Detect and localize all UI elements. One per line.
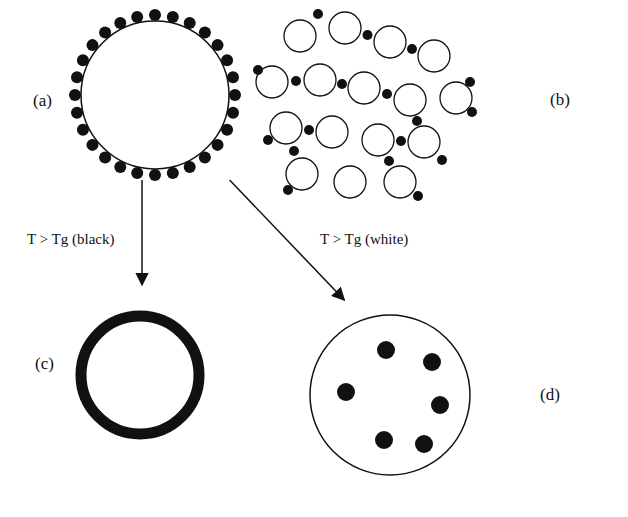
panel-letter: (d) bbox=[540, 386, 560, 405]
domain-dot bbox=[375, 431, 393, 449]
particle-cell bbox=[304, 64, 336, 96]
bridge-dot bbox=[465, 77, 475, 87]
condition-label: T > Tg (white) bbox=[318, 230, 410, 248]
surface-dot bbox=[86, 39, 98, 51]
surface-dot bbox=[77, 124, 89, 136]
particle-cell bbox=[408, 126, 440, 158]
particle-cell bbox=[270, 112, 302, 144]
bridge-dot bbox=[396, 136, 406, 146]
particle-cell bbox=[384, 166, 416, 198]
particle-cell bbox=[334, 166, 366, 198]
panel-letter: (c) bbox=[35, 355, 54, 374]
surface-dot bbox=[149, 9, 161, 21]
transition-arrow bbox=[141, 180, 143, 285]
surface-dot bbox=[149, 169, 161, 181]
domain-dot bbox=[377, 341, 395, 359]
domain-dot bbox=[415, 435, 433, 453]
particle-cell bbox=[374, 26, 406, 58]
surface-dot bbox=[71, 71, 83, 83]
domain-dot bbox=[431, 396, 449, 414]
surface-dot bbox=[184, 161, 196, 173]
surface-dot bbox=[71, 107, 83, 119]
bridge-dot bbox=[291, 76, 301, 86]
surface-dot bbox=[184, 17, 196, 29]
particle-cell bbox=[440, 82, 472, 114]
panel-letter: (a) bbox=[33, 92, 52, 111]
particle-node: (b) bbox=[250, 5, 580, 205]
surface-dot bbox=[229, 89, 241, 101]
condition-label: T > Tg (black) bbox=[25, 230, 116, 248]
surface-dot bbox=[167, 167, 179, 179]
bridge-dot bbox=[304, 125, 314, 135]
surface-dot bbox=[227, 71, 239, 83]
surface-dot bbox=[212, 39, 224, 51]
bridge-dot bbox=[382, 89, 392, 99]
particle-circle bbox=[81, 21, 229, 169]
surface-dot bbox=[131, 11, 143, 23]
surface-dot bbox=[167, 11, 179, 23]
bridge-dot bbox=[337, 79, 347, 89]
particle-cell bbox=[316, 116, 348, 148]
bridge-dot bbox=[289, 146, 299, 156]
surface-dot bbox=[69, 89, 81, 101]
surface-dot bbox=[199, 152, 211, 164]
surface-dot bbox=[114, 161, 126, 173]
surface-dot bbox=[227, 107, 239, 119]
bridge-dot bbox=[413, 191, 423, 201]
surface-dot bbox=[77, 54, 89, 66]
particle-network bbox=[253, 9, 477, 201]
surface-dots bbox=[69, 9, 241, 181]
bridge-dot bbox=[283, 185, 293, 195]
bridge-dot bbox=[253, 65, 263, 75]
particle-node: (c) bbox=[25, 285, 215, 455]
particle-cell bbox=[418, 40, 450, 72]
panel-letter: (b) bbox=[550, 91, 570, 110]
particle-cell bbox=[329, 12, 361, 44]
particle-cell bbox=[284, 20, 316, 52]
particle-cell bbox=[394, 84, 426, 116]
surface-dot bbox=[99, 26, 111, 38]
surface-dot bbox=[114, 17, 126, 29]
bridge-dot bbox=[363, 30, 373, 40]
black-film-ring bbox=[81, 316, 199, 434]
surface-dot bbox=[199, 26, 211, 38]
surface-dot bbox=[221, 54, 233, 66]
bridge-dot bbox=[467, 107, 477, 117]
bridge-dot bbox=[412, 116, 422, 126]
particle-cell bbox=[286, 158, 318, 190]
particle-node: (a) bbox=[25, 10, 245, 180]
domain-dot bbox=[423, 353, 441, 371]
surface-dot bbox=[99, 152, 111, 164]
domain-dot bbox=[337, 383, 355, 401]
surface-dot bbox=[221, 124, 233, 136]
particle-cell bbox=[362, 124, 394, 156]
bridge-dot bbox=[384, 156, 394, 166]
particle-node: (d) bbox=[295, 300, 585, 485]
bridge-dot bbox=[313, 9, 323, 19]
bridge-dot bbox=[263, 135, 273, 145]
particle-circle bbox=[310, 315, 470, 475]
particle-cell bbox=[348, 72, 380, 104]
inner-domains bbox=[337, 341, 449, 453]
surface-dot bbox=[131, 167, 143, 179]
bridge-dot bbox=[407, 44, 417, 54]
bridge-dot bbox=[437, 155, 447, 165]
surface-dot bbox=[86, 139, 98, 151]
surface-dot bbox=[212, 139, 224, 151]
